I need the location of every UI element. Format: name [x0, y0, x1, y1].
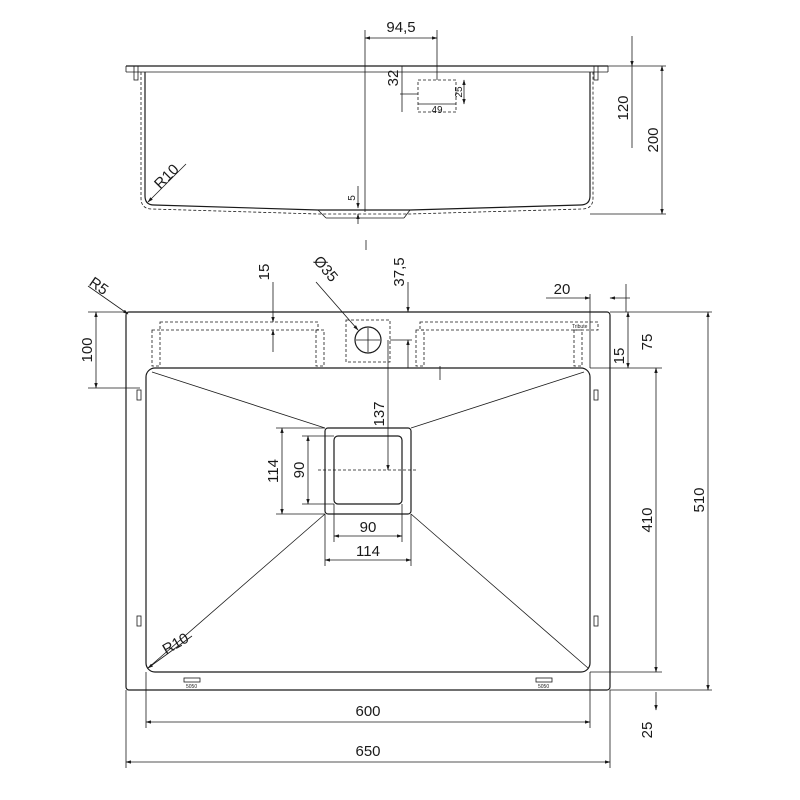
clip-right-bottom [593, 615, 599, 627]
dim-25-label: 25 [454, 86, 465, 98]
clip-bottom-right [535, 677, 553, 683]
top-view: 5050 5050 Tribute R5 15 Ø35 37,5 20 100 [79, 253, 712, 768]
dim-137-label: 137 [371, 401, 388, 426]
dim-650-label: 650 [355, 743, 380, 760]
clip-label-right: 5050 [538, 684, 549, 690]
top-rail-left-post-a [151, 329, 161, 367]
clip-label-left: 5050 [186, 684, 197, 690]
slope-line-br [410, 513, 589, 669]
top-rail-left-post-b [315, 329, 325, 367]
dim-r5-leader [87, 285, 129, 315]
dim-25-bottom-label: 25 [639, 722, 656, 739]
dim-r10-side-label: R10 [151, 161, 182, 192]
dim-90v-label: 90 [291, 462, 308, 479]
top-rail-left [159, 321, 319, 331]
side-view: 94,5 32 49 25 120 200 R10 5 [125, 19, 666, 250]
slope-line-tl [151, 371, 326, 429]
dim-dia35-leader [315, 281, 359, 331]
clip-right-top [593, 389, 599, 401]
dim-120-label: 120 [615, 95, 632, 120]
dim-32-label: 32 [385, 70, 402, 87]
dim-90h-label: 90 [360, 519, 377, 536]
dim-dia35-label: Ø35 [310, 253, 341, 286]
top-outer-flange [125, 311, 611, 691]
clip-left-bottom [136, 615, 142, 627]
side-clip-left [133, 65, 139, 81]
dim-15-label: 15 [256, 264, 273, 281]
side-bowl-outline [144, 72, 591, 211]
top-tap-hole [354, 326, 382, 354]
dim-37-label: 37,5 [391, 257, 408, 286]
dim-75-label: 75 [639, 334, 656, 351]
dim-49-label: 49 [431, 105, 443, 116]
side-clip-right [593, 65, 599, 81]
dim-94-label: 94,5 [386, 19, 415, 36]
slope-line-tr [410, 371, 585, 429]
top-rail-right [419, 321, 599, 331]
dim-100-label: 100 [79, 337, 96, 362]
dim-114v-label: 114 [265, 459, 282, 483]
dim-r10-side-leader [147, 163, 187, 203]
side-bowl-hidden [140, 72, 594, 215]
dim-r5-label: R5 [86, 274, 111, 299]
top-inner-bowl [145, 367, 591, 673]
top-rail-right-post-b [573, 329, 583, 367]
clip-bottom-left [183, 677, 201, 683]
brand-tag: Tribute [572, 324, 588, 330]
top-drain-outer [324, 427, 412, 515]
dim-600-label: 600 [355, 703, 380, 720]
dim-114h-label: 114 [356, 543, 380, 560]
dim-15-right-label: 15 [611, 348, 628, 365]
clip-left-top [136, 389, 142, 401]
slope-line-bl [147, 513, 326, 669]
top-rail-right-post-a [415, 329, 425, 367]
dim-r10-top-leader [147, 635, 193, 669]
top-tap-box [345, 319, 391, 363]
side-drain-right [403, 209, 411, 219]
dim-410-label: 410 [639, 507, 656, 532]
side-drain-left [317, 209, 327, 219]
dim-20-label: 20 [554, 281, 571, 298]
dim-200-label: 200 [645, 127, 662, 152]
dim-5-label: 5 [347, 195, 358, 201]
dim-510-label: 510 [691, 487, 708, 512]
